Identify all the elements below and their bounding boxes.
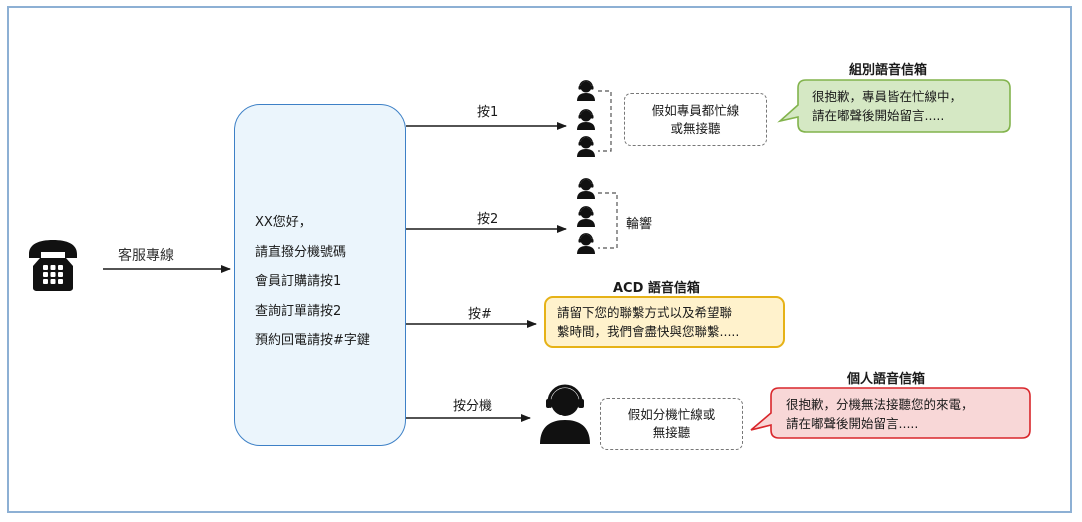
acd-voicemail-message: 請留下您的聯繫方式以及希望聯 繫時間，我們會盡快與您聯繫..... <box>557 303 739 341</box>
group-voicemail-title: 組別語音信箱 <box>849 63 928 78</box>
ivr-line-press1: 會員訂購請按1 <box>255 274 342 289</box>
diagram-frame <box>7 6 1072 513</box>
ivr-line-dial-ext: 請直撥分機號碼 <box>255 244 347 260</box>
ring-label: 輪響 <box>626 217 653 232</box>
press1-condition-line2: 或無接聽 <box>670 120 721 136</box>
group1-bracket <box>598 90 612 152</box>
press1-condition-box: 假如專員都忙線 或無接聽 <box>624 93 767 146</box>
press-ext-condition-line1: 假如分機忙線或 <box>627 407 716 422</box>
press2-label: 按2 <box>477 212 499 227</box>
press-hash-label: 按# <box>468 307 492 322</box>
personal-voicemail-message-line2: 請在嘟聲後開始留言..... <box>786 416 919 431</box>
acd-voicemail-title: ACD 語音信箱 <box>613 281 700 296</box>
personal-voicemail-bubble <box>750 387 1031 439</box>
ivr-line-press2: 查詢訂單請按2 <box>255 303 342 319</box>
agent-headset-icon <box>540 384 590 444</box>
caller-line-label: 客服專線 <box>118 248 174 264</box>
acd-voicemail-message-line1: 請留下您的聯繫方式以及希望聯 <box>557 305 733 320</box>
group-voicemail-bubble <box>777 79 1011 133</box>
group-voicemail-message: 很抱歉，專員皆在忙線中， 請在嘟聲後開始留言..... <box>812 87 962 125</box>
press-ext-label: 按分機 <box>453 399 493 414</box>
personal-voicemail-title: 個人語音信箱 <box>847 372 926 387</box>
personal-voicemail-message-line1: 很抱歉，分機無法接聽您的來電， <box>786 397 974 412</box>
agent-group-icon <box>576 80 596 158</box>
press1-condition-line1: 假如專員都忙線 <box>651 102 740 118</box>
telephone-icon <box>29 240 77 291</box>
acd-voicemail-message-line2: 繫時間，我們會盡快與您聯繫..... <box>557 324 740 339</box>
personal-voicemail-message: 很抱歉，分機無法接聽您的來電， 請在嘟聲後開始留言..... <box>786 395 974 433</box>
ivr-line-greeting: XX您好， <box>255 215 312 230</box>
press-ext-condition-box: 假如分機忙線或 無接聽 <box>600 398 743 450</box>
ivr-line-press-hash: 預約回電請按#字鍵 <box>255 333 370 348</box>
group-voicemail-message-line1: 很抱歉，專員皆在忙線中， <box>812 89 963 104</box>
press1-label: 按1 <box>477 105 499 120</box>
press-ext-condition-line2: 無接聽 <box>652 425 691 440</box>
agent-group-icon <box>576 178 596 255</box>
ivr-menu-box: XX您好， 請直撥分機號碼 會員訂購請按1 查詢訂單請按2 預約回電請按#字鍵 <box>234 104 406 446</box>
acd-voicemail-bubble <box>544 296 785 348</box>
group2-bracket <box>598 192 618 249</box>
group-voicemail-message-line2: 請在嘟聲後開始留言..... <box>812 108 945 123</box>
